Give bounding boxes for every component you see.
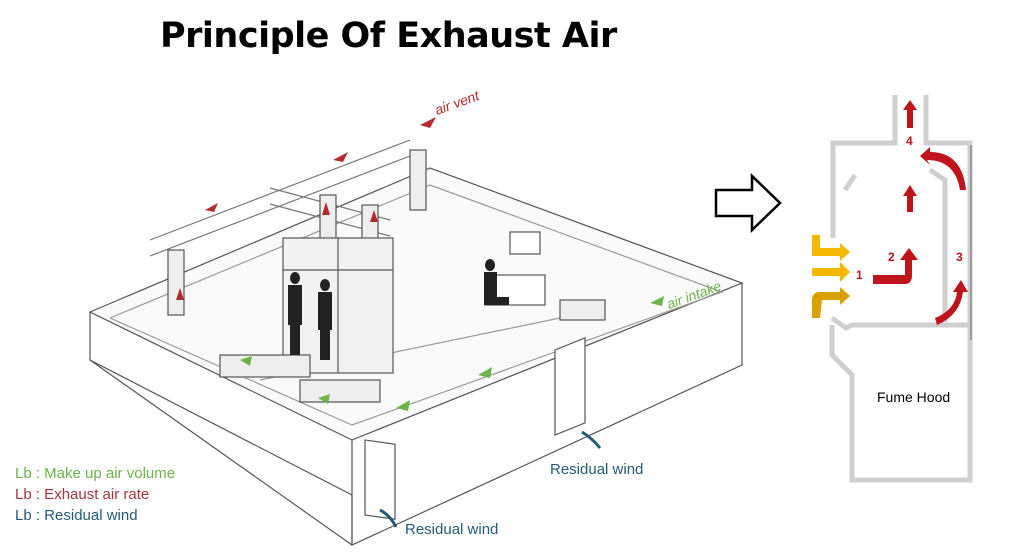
- residual-wind-label: Residual wind: [550, 461, 644, 478]
- exhaust-arrows: [176, 117, 436, 300]
- fume-hood-section: [829, 95, 973, 483]
- people-silhouettes: [288, 259, 509, 360]
- hood-makeup-arrows: [812, 235, 850, 318]
- makeup-arrows: [240, 296, 664, 411]
- residual-wind-label: Residual wind: [405, 521, 499, 538]
- room-illustration: [88, 139, 744, 546]
- step-number: 3: [956, 250, 963, 264]
- fume-hood-label: Fume Hood: [877, 389, 951, 405]
- legend-makeup-air: Lb : Make up air volume: [15, 465, 176, 482]
- legend-residual-wind: Lb : Residual wind: [15, 507, 138, 524]
- step-number: 2: [888, 250, 895, 264]
- hood-exhaust-arrows: [873, 100, 968, 325]
- residual-wind-arrows: [379, 430, 602, 528]
- step-number: 1: [856, 268, 863, 282]
- step-number: 4: [906, 134, 913, 148]
- page-title: Principle Of Exhaust Air: [160, 16, 617, 56]
- right-arrow-icon: [714, 173, 782, 233]
- legend-exhaust-air: Lb : Exhaust air rate: [15, 486, 150, 503]
